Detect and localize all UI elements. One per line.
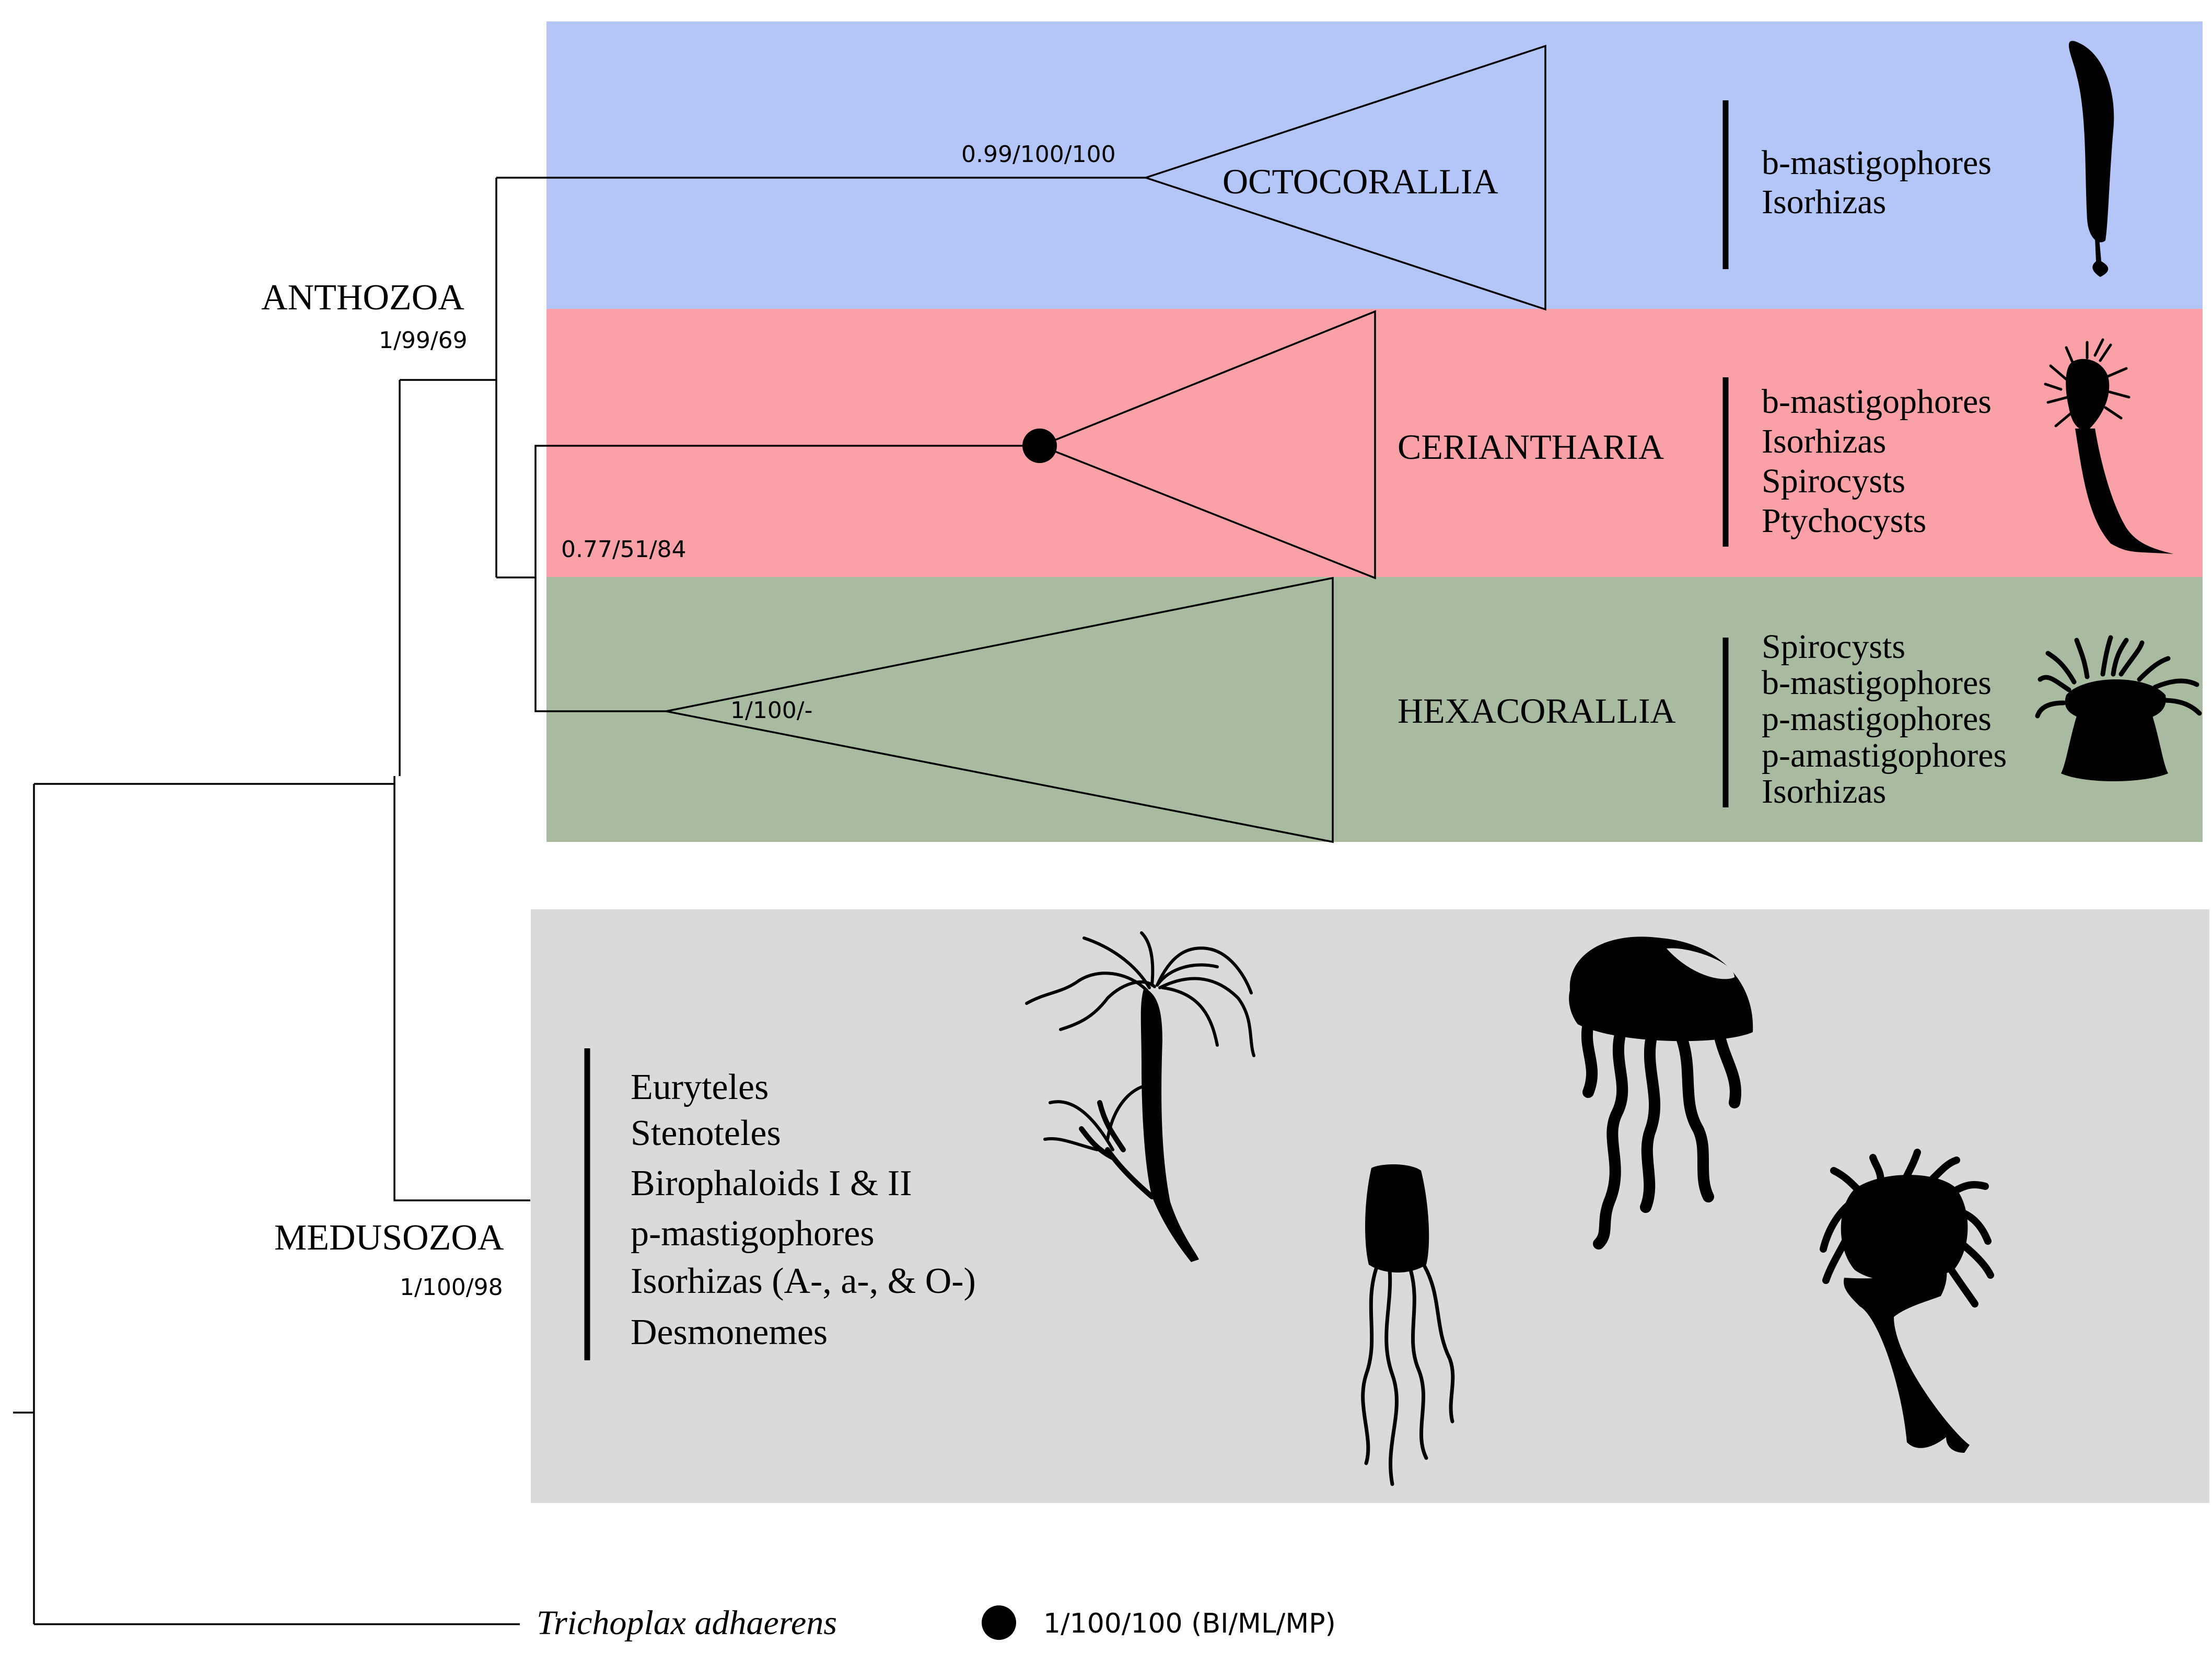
list-item: Ptychocysts bbox=[1762, 502, 1926, 540]
list-item: p-mastigophores bbox=[1762, 700, 1992, 738]
list-item: b-mastigophores bbox=[1762, 383, 1992, 421]
list-item: Isorhizas bbox=[1762, 422, 1886, 460]
list-item: Isorhizas bbox=[1762, 183, 1886, 221]
octocorallia-support: 0.99/100/100 bbox=[961, 141, 1116, 168]
anthozoa-support: 1/99/69 bbox=[379, 327, 468, 354]
ceriantharia-clade-triangle bbox=[1038, 310, 1376, 580]
list-item: b-mastigophores bbox=[1762, 664, 1992, 702]
list-item: Euryteles bbox=[631, 1067, 769, 1107]
medusozoa-support: 1/100/98 bbox=[400, 1274, 503, 1301]
hexacorallia-clade-triangle bbox=[666, 576, 1334, 843]
tree-branches bbox=[13, 177, 1146, 1625]
list-item: Stenoteles bbox=[631, 1113, 781, 1153]
medusozoa-cnidae-list: Euryteles Stenoteles Birophaloids I & II… bbox=[631, 1067, 976, 1352]
legend-node-marker bbox=[982, 1605, 1016, 1640]
octocorallia-label: OCTOCORALLIA bbox=[1223, 161, 1498, 201]
hexacorallia-panel bbox=[546, 577, 2203, 842]
list-item: Spirocysts bbox=[1762, 628, 1905, 666]
sea-pen-icon bbox=[2068, 41, 2114, 277]
octocorallia-clade-triangle bbox=[1143, 44, 1546, 311]
ceriantharia-label: CERIANTHARIA bbox=[1398, 427, 1664, 467]
sea-anemone-icon bbox=[2035, 635, 2202, 781]
ceriantharia-hexacorallia-support: 0.77/51/84 bbox=[561, 536, 686, 563]
list-item: p-amastigophores bbox=[1762, 736, 2007, 774]
list-item: p-mastigophores bbox=[631, 1213, 875, 1254]
hexacorallia-label: HEXACORALLIA bbox=[1398, 691, 1676, 731]
ceriantharia-cnidae-list: b-mastigophores Isorhizas Spirocysts Pty… bbox=[1762, 383, 1992, 540]
outgroup-label: Trichoplax adhaerens bbox=[537, 1604, 837, 1642]
octocorallia-panel bbox=[546, 21, 2203, 309]
legend-full-support-text: 1/100/100 (BI/ML/MP) bbox=[1043, 1608, 1336, 1639]
list-item: Birophaloids I & II bbox=[631, 1163, 912, 1204]
box-jellyfish-icon bbox=[1361, 1164, 1455, 1486]
list-item: Spirocysts bbox=[1762, 462, 1905, 500]
hexacorallia-cnidae-list: Spirocysts b-mastigophores p-mastigophor… bbox=[1762, 628, 2007, 811]
hexacorallia-support: 1/100/- bbox=[730, 697, 813, 724]
medusozoa-label: MEDUSOZOA bbox=[274, 1218, 504, 1258]
hydroid-icon bbox=[1025, 931, 1255, 1262]
list-item: Isorhizas (A-, a-, & O-) bbox=[631, 1261, 976, 1301]
anthozoa-label: ANTHOZOA bbox=[261, 277, 464, 318]
scyphozoan-jellyfish-icon bbox=[1569, 936, 1753, 1250]
list-item: b-mastigophores bbox=[1762, 144, 1992, 182]
full-support-node-marker bbox=[1022, 429, 1057, 463]
octocorallia-cnidae-list: b-mastigophores Isorhizas bbox=[1762, 144, 1992, 221]
stauromedusa-icon bbox=[1820, 1149, 1994, 1453]
list-item: Desmonemes bbox=[631, 1312, 828, 1352]
list-item: Isorhizas bbox=[1762, 772, 1886, 811]
tube-anemone-icon bbox=[2044, 338, 2173, 554]
